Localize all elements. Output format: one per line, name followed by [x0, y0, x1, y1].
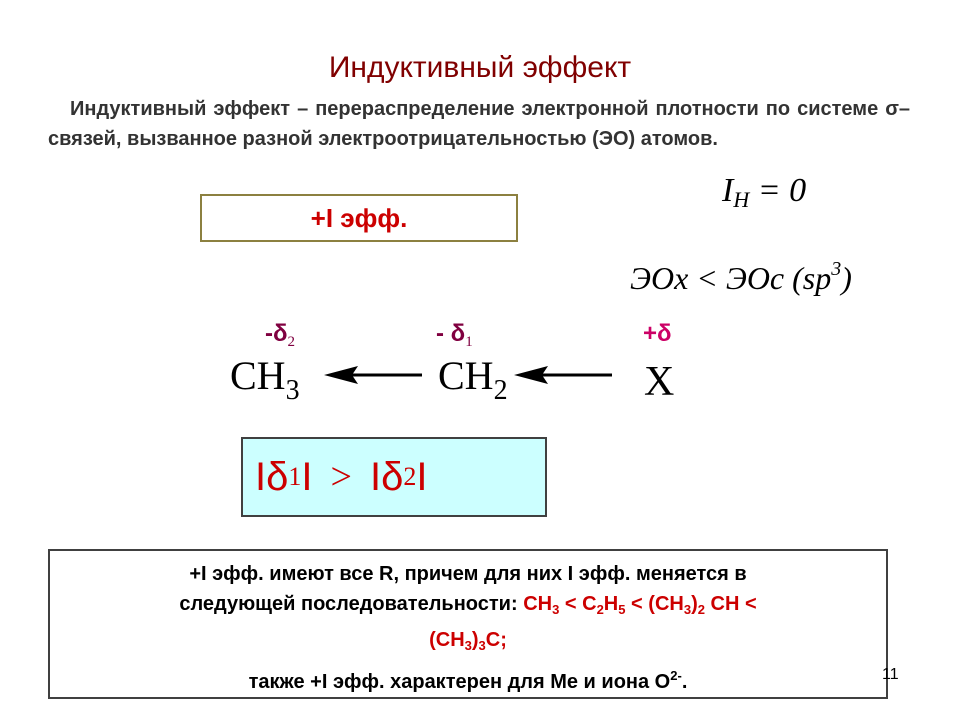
compare-operator: >	[330, 456, 352, 498]
arrow-x-to-ch2	[514, 366, 612, 384]
atom-ch3: CH3	[230, 352, 300, 407]
compare-left-prefix: Iδ	[255, 454, 289, 499]
charge-delta2-subscript: 2	[287, 334, 296, 350]
note-box: +I эфф. имеют все R, причем для них I эф…	[48, 549, 888, 699]
charge-delta1-prefix: - δ	[436, 320, 466, 347]
note-line-4: также +I эфф. характерен для Ме и иона О…	[248, 668, 688, 693]
definition-text: Индуктивный эффект – перераспределение э…	[48, 98, 910, 150]
plus-i-effect-box: +I эфф.	[200, 194, 518, 242]
plus-i-effect-label: +I эфф.	[310, 202, 408, 233]
compare-right-suffix: I	[416, 454, 428, 499]
charge-delta2-prefix: -δ	[265, 320, 288, 347]
atom-x: X	[644, 359, 675, 405]
note-sequence: CH3 < C2H5 < (CH3)2 CH <	[523, 593, 757, 617]
atom-ch2-subscript: 2	[493, 375, 508, 406]
note-line-2: следующей последовательности: CH3 < C2H5…	[50, 589, 886, 625]
atom-ch3-subscript: 3	[285, 375, 300, 406]
charge-delta2: -δ2	[265, 320, 295, 351]
compare-left-sub: 1	[288, 462, 302, 491]
compare-right-sub: 2	[403, 462, 417, 491]
note-line-3: (CH3)3C;	[429, 629, 507, 653]
charge-delta1-subscript: 1	[465, 334, 473, 350]
ih-formula: IH = 0	[722, 172, 806, 213]
charge-delta1: - δ1	[436, 320, 473, 351]
arrow-ch2-to-ch3	[324, 366, 422, 384]
compare-right-prefix: Iδ	[369, 454, 404, 499]
page-number: 11	[882, 666, 899, 683]
eo-formula: ЭОх < ЭОс (sp3)	[630, 258, 852, 297]
ih-subscript: H	[733, 187, 750, 212]
slide-title: Индуктивный эффект	[328, 51, 632, 84]
compare-left-suffix: I	[301, 454, 313, 499]
eo-superscript: 3	[831, 258, 842, 280]
note-line2-text: следующей последовательности:	[179, 593, 518, 615]
atom-ch3-base: CH	[230, 353, 286, 398]
charge-delta-plus: +δ	[643, 320, 672, 347]
ih-symbol: I	[722, 172, 734, 209]
eo-close: )	[841, 260, 852, 296]
atom-ch2: CH2	[438, 352, 508, 407]
atom-ch2-base: CH	[438, 353, 494, 398]
ih-rest: = 0	[749, 172, 807, 209]
eo-text: ЭОх < ЭОс (sp	[630, 260, 832, 296]
note-line-1: +I эфф. имеют все R, причем для них I эф…	[189, 563, 747, 585]
